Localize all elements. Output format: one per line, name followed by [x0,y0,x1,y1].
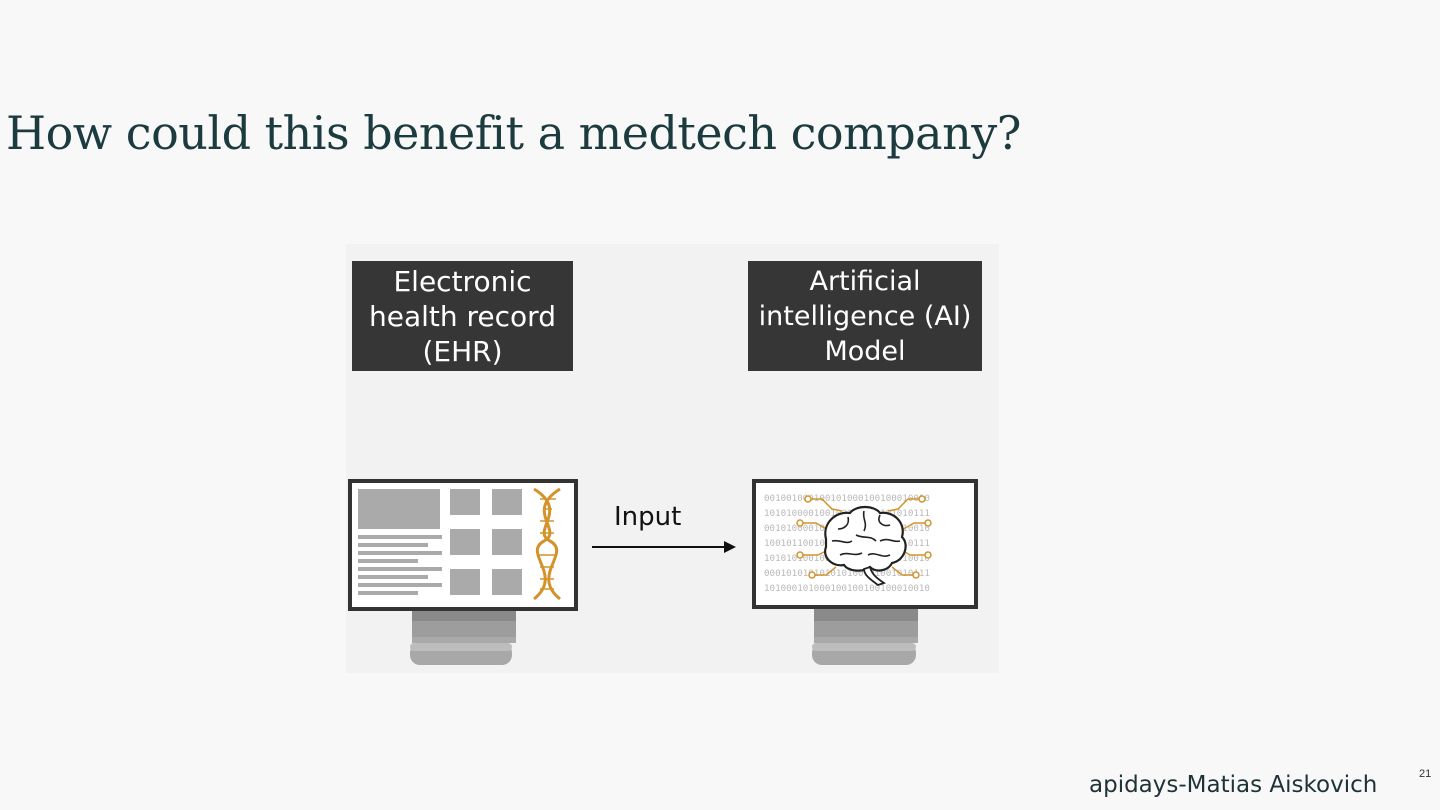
ai-label-line-3: Model [748,334,982,369]
ehr-label-box: Electronic health record (EHR) [352,261,573,371]
page-number: 21 [1419,768,1431,780]
presenter-footer: apidays-Matias Aiskovich [1089,772,1377,798]
ai-label-line-1: Artificial [748,264,982,299]
binary-line: 000101010101010100101001010111 [764,568,930,579]
ehr-monitor-icon [348,479,578,671]
input-arrow-label: Input [614,502,681,532]
slide-title: How could this benefit a medtech company… [6,103,1021,163]
arrow-right-icon [592,538,738,556]
ai-label-box: Artificial intelligence (AI) Model [748,261,982,371]
ehr-label-line-1: Electronic [352,264,573,299]
ehr-label-line-3: (EHR) [352,334,573,369]
ehr-to-ai-figure: Electronic health record (EHR) Artificia… [346,244,999,673]
ai-monitor-icon: 001001000100101000100100010010 101010000… [752,479,978,671]
binary-line: 101000101000100100100100010010 [764,583,930,594]
ai-label-line-2: intelligence (AI) [748,299,982,334]
ehr-label-line-2: health record [352,299,573,334]
